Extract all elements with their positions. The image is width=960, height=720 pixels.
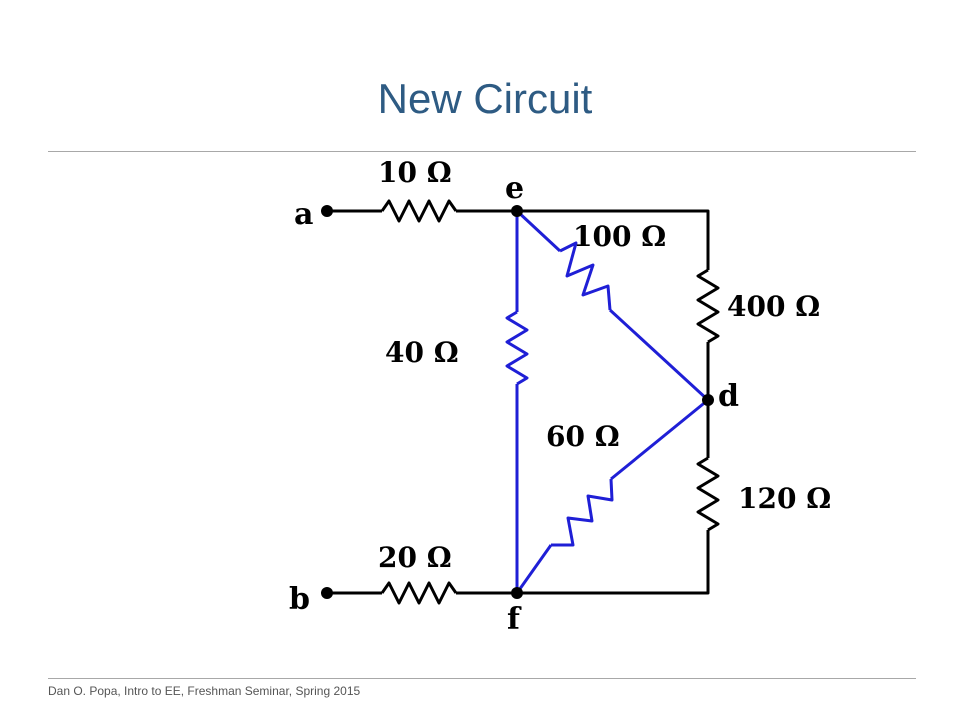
resistor-10-zigzag xyxy=(380,199,458,223)
resistor-40-label: 40 Ω xyxy=(385,336,459,369)
resistor-120-zigzag xyxy=(696,456,720,532)
resistor-400-label: 400 Ω xyxy=(727,290,820,323)
resistor-40-zigzag xyxy=(505,310,529,386)
resistor-20-label: 20 Ω xyxy=(378,541,452,574)
black-wires xyxy=(327,199,720,605)
resistor-100-label: 100 Ω xyxy=(573,220,666,253)
resistor-400-zigzag xyxy=(696,268,720,344)
node-b-label: b xyxy=(289,582,310,617)
wire-e-to-top-right xyxy=(517,209,710,270)
resistor-120-label: 120 Ω xyxy=(738,482,831,515)
wire-100-to-d xyxy=(608,308,710,402)
resistor-60-label: 60 Ω xyxy=(546,420,620,453)
resistor-10-label: 10 Ω xyxy=(378,156,452,189)
node-a-dot xyxy=(321,205,333,217)
node-b-dot xyxy=(321,587,333,599)
node-f-label: f xyxy=(507,602,522,637)
resistor-60-zigzag xyxy=(551,478,614,547)
node-d-label: d xyxy=(718,379,739,414)
title-divider xyxy=(48,151,916,152)
node-d-dot xyxy=(702,394,714,406)
node-e-label: e xyxy=(505,171,524,206)
node-f-dot xyxy=(511,587,523,599)
slide-title: New Circuit xyxy=(377,75,593,122)
footer-divider xyxy=(48,678,916,679)
resistor-100-zigzag xyxy=(559,241,612,311)
wire-f-to-60 xyxy=(515,544,553,594)
node-a-label: a xyxy=(294,197,313,232)
node-dots xyxy=(321,205,714,599)
wire-60-to-d xyxy=(610,398,709,481)
node-e-dot xyxy=(511,205,523,217)
wire-e-to-100 xyxy=(515,209,562,253)
resistor-20-zigzag xyxy=(380,581,458,605)
blue-wires xyxy=(505,209,710,594)
wire-120-to-bottom xyxy=(517,530,710,595)
footer-text: Dan O. Popa, Intro to EE, Freshman Semin… xyxy=(48,684,361,698)
